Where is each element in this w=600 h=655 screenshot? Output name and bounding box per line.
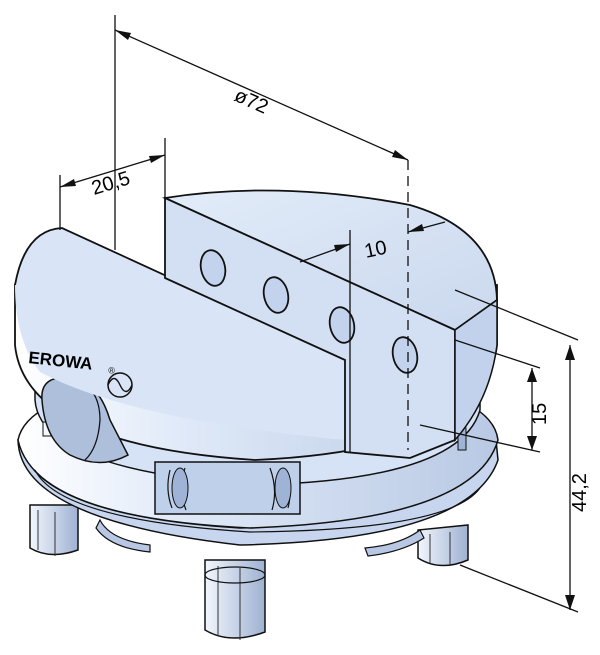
bore-hole	[391, 336, 419, 374]
slot-width-label: 10	[362, 237, 388, 263]
bore-hole	[262, 276, 290, 314]
mounting-pin-front	[204, 559, 266, 640]
hole-height-label: 15	[529, 403, 551, 425]
bore-hole	[328, 306, 356, 344]
total-height-label: 44,2	[569, 473, 591, 512]
mounting-pin-left	[29, 504, 79, 556]
slot-offset-label: 20,5	[89, 167, 133, 199]
brand-trademark: ®	[108, 365, 116, 376]
diameter-label: ø72	[231, 84, 271, 118]
bore-hole	[199, 249, 227, 287]
dimension-arrowheads	[60, 30, 575, 610]
mounting-pin-right	[417, 524, 469, 567]
top-face	[14, 189, 498, 459]
bore-holes	[199, 249, 419, 374]
